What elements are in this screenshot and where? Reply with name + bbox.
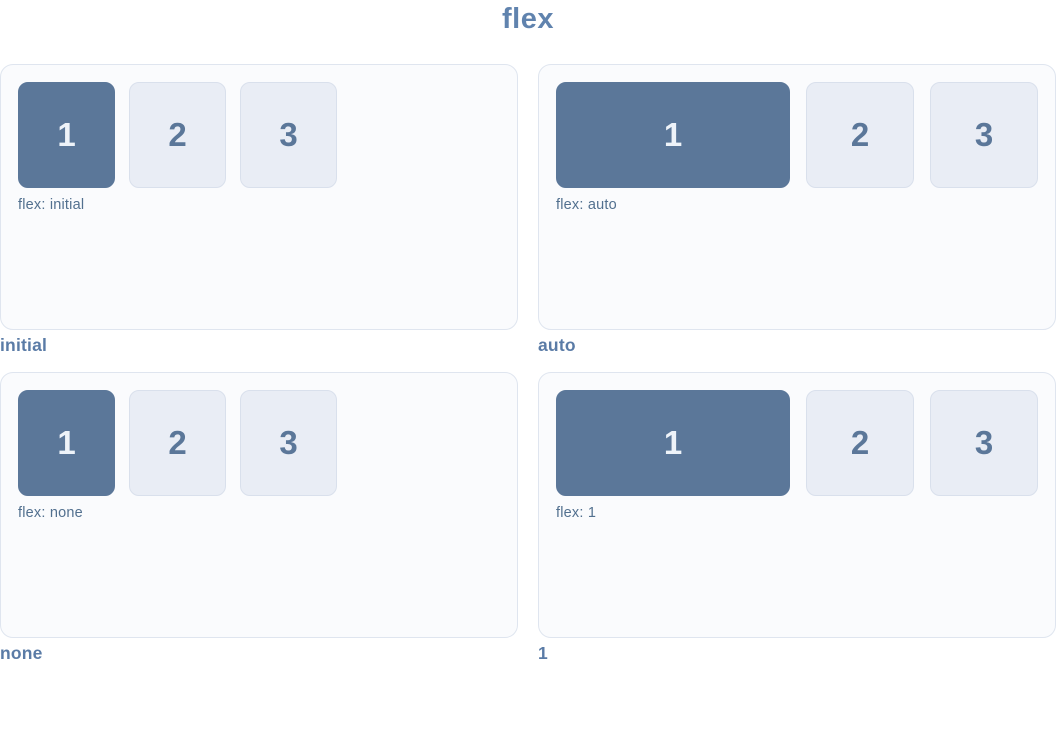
flex-container: 1 2 3 (556, 390, 1038, 496)
panel-grid: 1 2 3 flex: initial initial 1 2 3 flex: … (0, 64, 1056, 664)
panel-caption: 1 (538, 643, 548, 663)
flex-item-1: 1 (18, 82, 115, 188)
flex-item-1: 1 (18, 390, 115, 496)
demo-card-auto: 1 2 3 flex: auto (538, 64, 1056, 330)
flex-item-3: 3 (930, 390, 1038, 496)
flex-property-label: flex: none (18, 505, 83, 521)
flex-item-1: 1 (556, 390, 790, 496)
flex-property-label: flex: initial (18, 197, 85, 213)
flex-item-2: 2 (806, 82, 914, 188)
flex-item-2: 2 (129, 82, 226, 188)
page-title: flex (502, 3, 554, 35)
panel-initial: 1 2 3 flex: initial initial (0, 64, 518, 356)
panel-caption: initial (0, 335, 48, 355)
flex-item-3: 3 (240, 390, 337, 496)
panel-auto: 1 2 3 flex: auto auto (538, 64, 1056, 356)
panel-1: 1 2 3 flex: 1 1 (538, 372, 1056, 664)
flex-item-2: 2 (806, 390, 914, 496)
flex-item-3: 3 (240, 82, 337, 188)
flex-property-label: flex: 1 (556, 505, 597, 521)
flex-item-2: 2 (129, 390, 226, 496)
flex-property-label: flex: auto (556, 197, 617, 213)
flex-container: 1 2 3 (556, 82, 1038, 188)
flex-container: 1 2 3 (18, 82, 500, 188)
demo-card-none: 1 2 3 flex: none (0, 372, 518, 638)
demo-card-initial: 1 2 3 flex: initial (0, 64, 518, 330)
panel-caption: none (0, 643, 43, 663)
flex-item-1: 1 (556, 82, 790, 188)
flex-container: 1 2 3 (18, 390, 500, 496)
demo-card-1: 1 2 3 flex: 1 (538, 372, 1056, 638)
panel-caption: auto (538, 335, 576, 355)
panel-none: 1 2 3 flex: none none (0, 372, 518, 664)
flex-item-3: 3 (930, 82, 1038, 188)
